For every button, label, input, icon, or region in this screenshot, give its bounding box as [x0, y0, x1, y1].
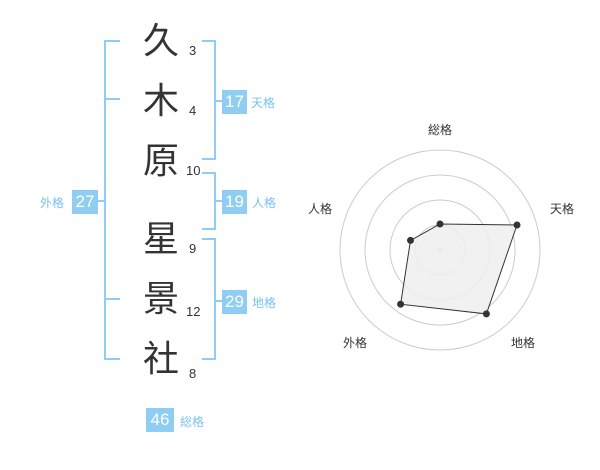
stroke-count-6: 8: [189, 366, 197, 381]
surname-char-3: 原: [142, 141, 179, 182]
chikaku-bracket-bottom: [202, 358, 216, 360]
radar-axis-label-soukaku: 総格: [428, 123, 453, 137]
radar-axis-label-tenkaku: 天格: [550, 202, 575, 216]
gaikaku-bracket-top: [104, 40, 120, 42]
gaikaku-bracket-bottom: [104, 358, 120, 360]
soukaku-label: 総格: [180, 415, 205, 429]
chikaku-connector: [214, 300, 222, 302]
chikaku-bracket-vertical: [214, 238, 216, 360]
chikaku-label: 地格: [252, 296, 277, 310]
jinkaku-label: 人格: [252, 196, 277, 210]
given-char-2: 景: [142, 279, 179, 320]
jinkaku-badge: 19: [222, 190, 247, 214]
gaikaku-tick-2: [104, 298, 120, 300]
gaikaku-badge: 27: [72, 190, 98, 214]
given-char-3: 社: [142, 339, 179, 380]
radar-point-1: [436, 220, 444, 228]
chikaku-bracket-top: [202, 238, 216, 240]
gaikaku-connector: [98, 200, 104, 202]
radar-axis-label-jinkaku: 人格: [308, 202, 333, 216]
stroke-count-3: 10: [186, 163, 201, 178]
tenkaku-bracket-bottom: [202, 158, 216, 160]
jinkaku-bracket-bottom: [202, 228, 216, 230]
jinkaku-connector: [214, 200, 222, 202]
tenkaku-bracket-top: [202, 40, 216, 42]
gaikaku-bracket-vertical: [104, 40, 106, 360]
soukaku-badge: 46: [146, 408, 174, 432]
gaikaku-label: 外格: [40, 196, 65, 210]
radar-ring-4: [339, 149, 541, 351]
radar-axis-label-gaikaku: 外格: [343, 336, 368, 350]
radar-axis-label-chikaku: 地格: [511, 336, 536, 350]
surname-char-1: 久: [142, 21, 179, 62]
surname-char-2: 木: [142, 81, 179, 122]
radar-series-polygon: [400, 223, 518, 315]
chikaku-badge: 29: [222, 290, 247, 314]
stroke-count-5: 12: [186, 304, 201, 319]
tenkaku-badge: 17: [222, 90, 247, 114]
stroke-count-4: 9: [189, 241, 197, 256]
radar-point-5: [407, 236, 414, 244]
tenkaku-connector: [214, 100, 222, 102]
radar-point-2: [513, 221, 521, 229]
jinkaku-bracket-top: [202, 172, 216, 174]
given-char-1: 星: [142, 219, 179, 260]
radar-ring-3: [364, 174, 516, 326]
stroke-count-2: 4: [189, 103, 197, 118]
radar-point-4: [397, 300, 405, 308]
radar-point-3: [482, 310, 490, 318]
gaikaku-tick-1: [104, 98, 120, 100]
tenkaku-label: 天格: [251, 96, 276, 110]
stroke-count-1: 3: [189, 43, 197, 58]
